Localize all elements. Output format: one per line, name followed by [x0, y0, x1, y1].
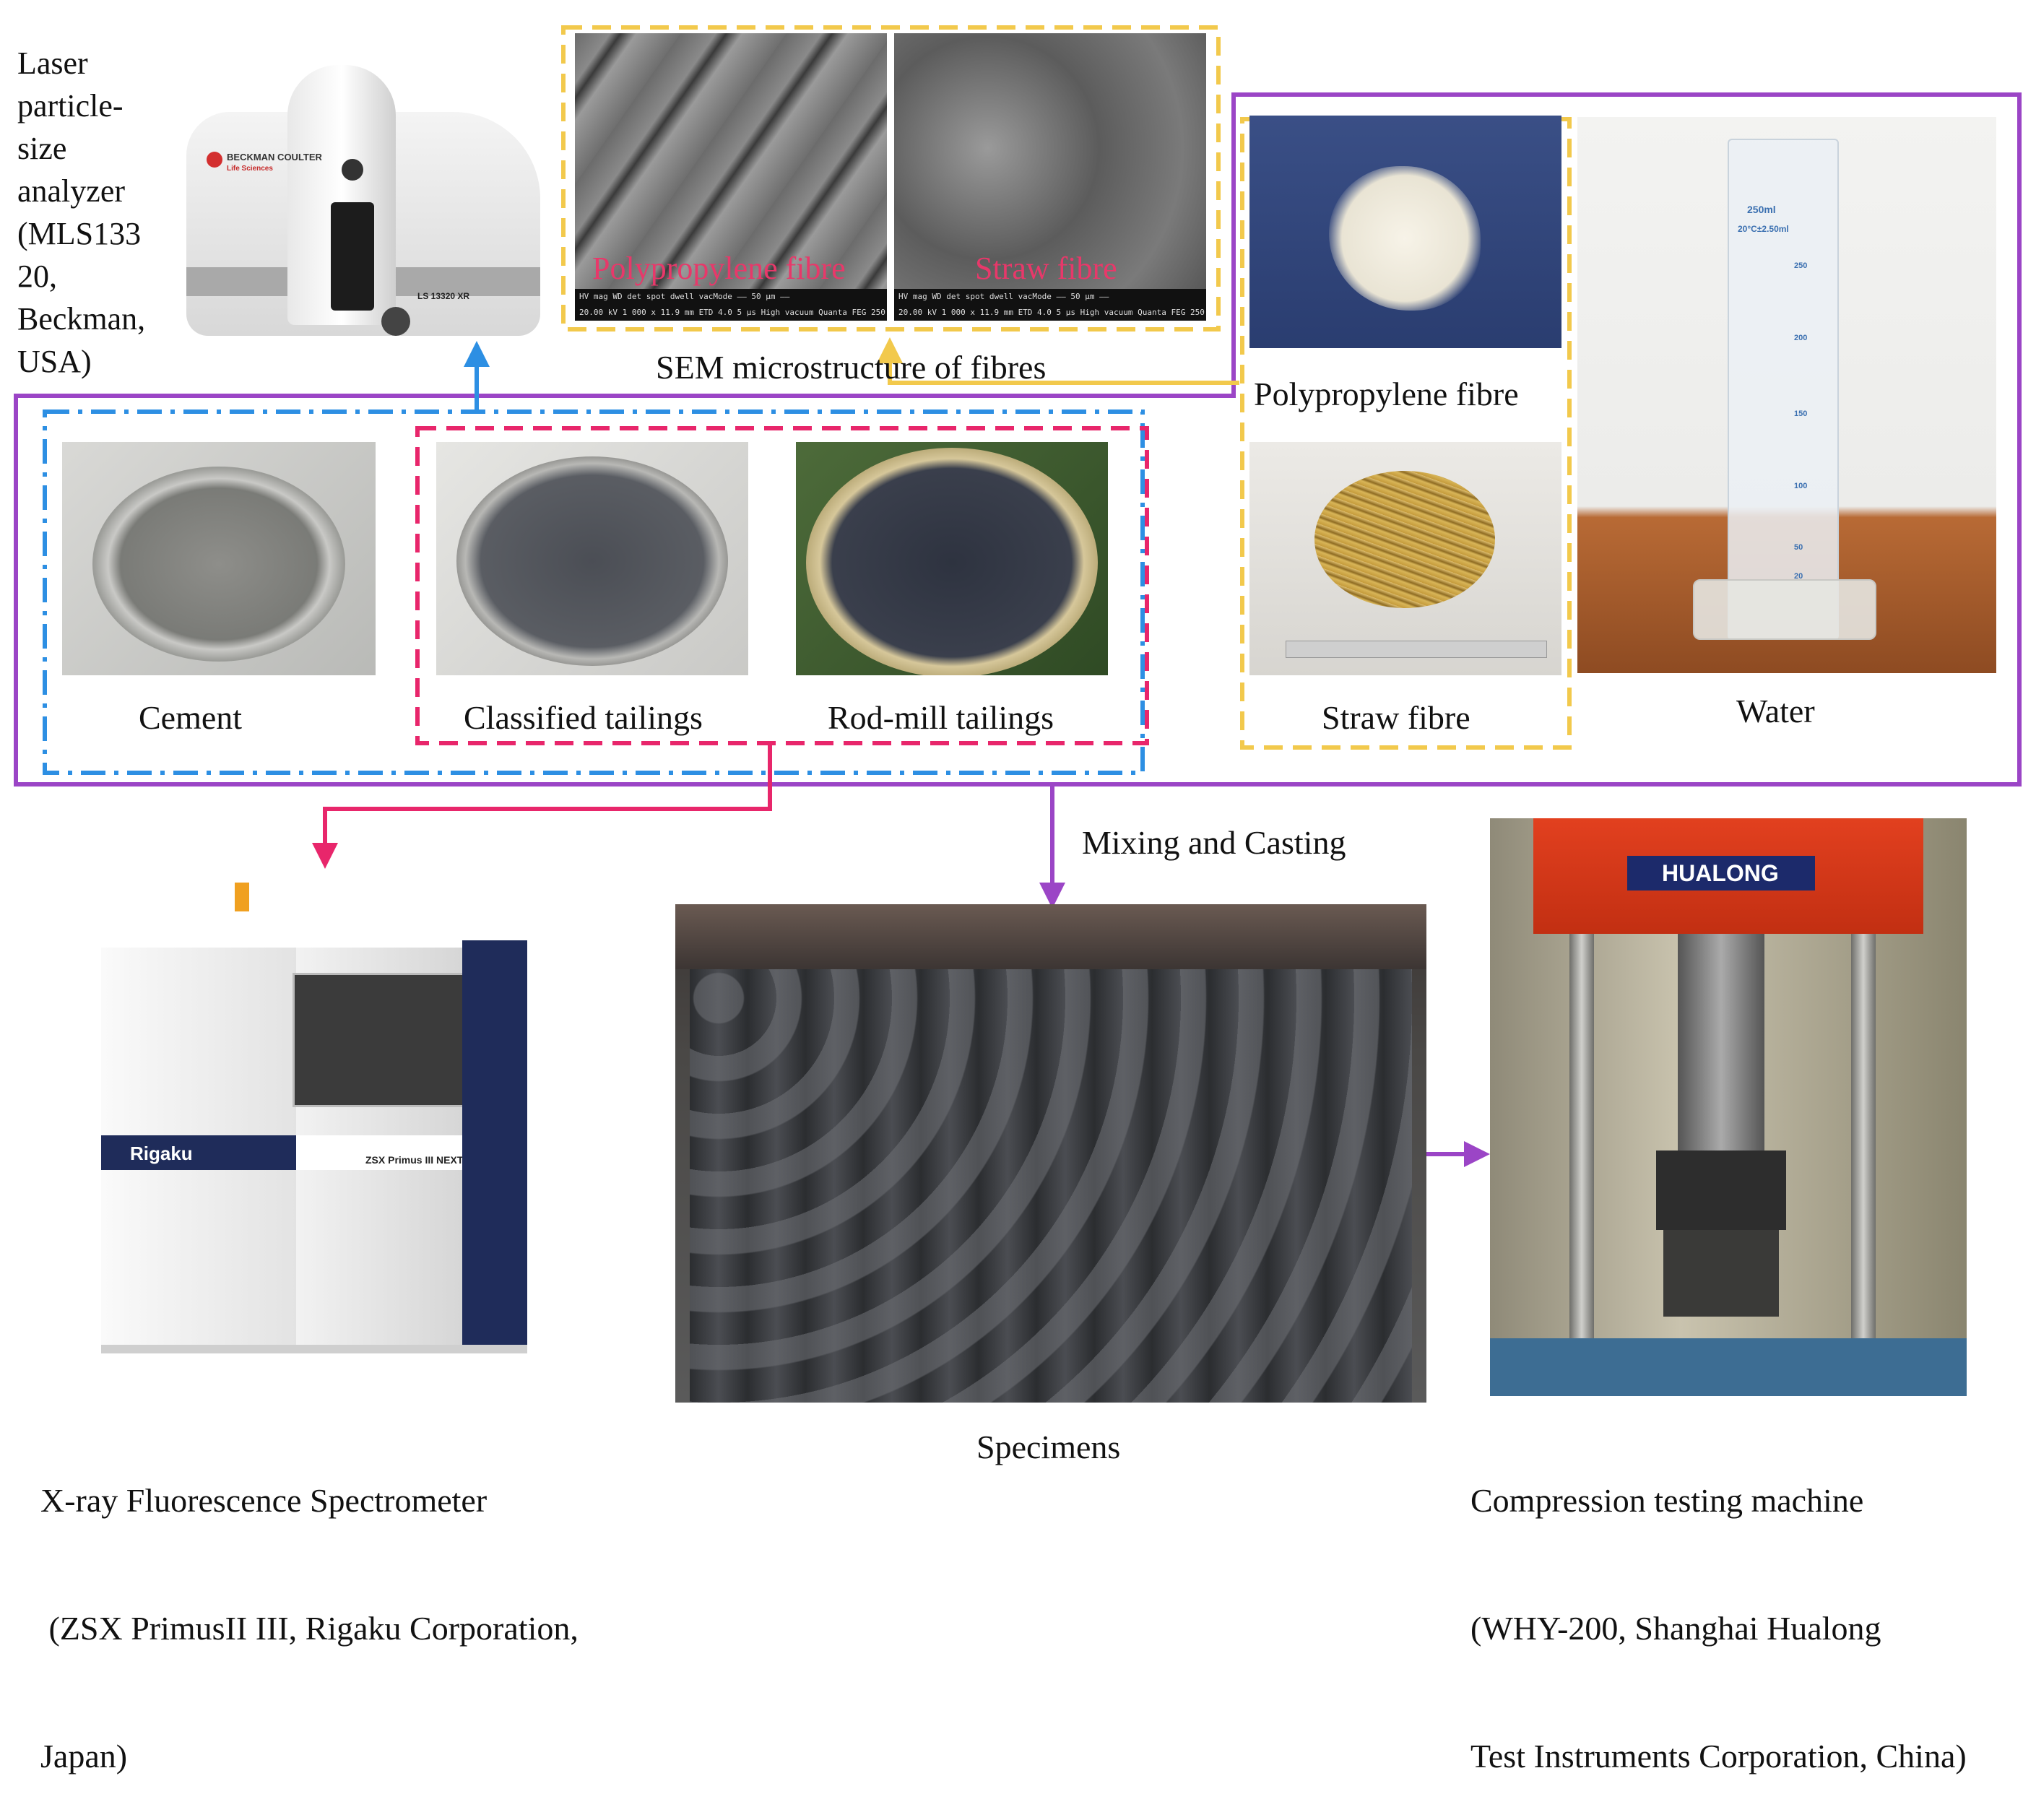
sem-polypropylene-databar: HV mag WD det spot dwell vacMode —— 50 µ…: [575, 289, 887, 305]
rigaku-logo-text: Rigaku: [130, 1143, 193, 1164]
specimens-photo: [675, 904, 1426, 1403]
polypropylene-fibre-photo: [1249, 116, 1561, 348]
compression-caption: Compression testing machine (WHY-200, Sh…: [1470, 1482, 1967, 1774]
classified-tailings-photo: [436, 442, 748, 675]
cylinder-mark-50: 50: [1794, 543, 1803, 552]
laser-analyzer-photo: BECKMAN COULTER Life Sciences LS 13320 X…: [179, 51, 547, 348]
sem-straw-databar-values: 20.00 kV 1 000 x 11.9 mm ETD 4.0 5 µs Hi…: [894, 305, 1206, 321]
straw-fibre-photo: [1249, 442, 1561, 675]
connector-layer: [14, 25, 2022, 1167]
cement-photo: [62, 442, 376, 675]
sem-title: SEM microstructure of fibres: [656, 349, 1047, 386]
cylinder-volume-text: 250ml: [1747, 204, 1776, 215]
sem-straw-label: Straw fibre: [975, 251, 1117, 286]
rod-mill-tailings-photo: [796, 442, 1108, 675]
beckman-sub-text: Life Sciences: [227, 165, 273, 173]
tailings-frame: [415, 426, 1149, 745]
cylinder-tolerance-text: 20°C±2.50ml: [1738, 224, 1789, 234]
fibre-to-sem-arrow: [877, 337, 1239, 385]
fibre-frame: [1240, 117, 1572, 750]
water-photo: 250ml 20°C±2.50ml 250 200 150 100 50 20: [1577, 117, 1996, 673]
mixing-casting-label: Mixing and Casting: [1082, 824, 1346, 861]
water-caption: Water: [1736, 693, 1815, 729]
raw-materials-frame: [14, 92, 2022, 786]
cylinder-mark-100: 100: [1794, 482, 1808, 490]
cylinder-mark-20: 20: [1794, 572, 1803, 581]
beckman-model-text: LS 13320 XR: [417, 291, 470, 301]
to-xrf-arrow: [312, 743, 772, 869]
sem-straw-image: Straw fibre HV mag WD det spot dwell vac…: [894, 33, 1206, 321]
classified-tailings-caption: Classified tailings: [464, 699, 703, 736]
rigaku-model-text: ZSX Primus III NEXT: [365, 1154, 464, 1166]
rod-mill-tailings-caption: Rod-mill tailings: [828, 699, 1054, 736]
hualong-logo-text: HUALONG: [1662, 860, 1779, 886]
polypropylene-fibre-caption: Polypropylene fibre: [1254, 376, 1519, 412]
xrf-spectrometer-photo: Rigaku ZSX Primus III NEXT: [101, 883, 549, 1374]
sem-polypropylene-databar-values: 20.00 kV 1 000 x 11.9 mm ETD 4.0 5 µs Hi…: [575, 305, 887, 321]
laser-analyzer-caption: Laser particle- size analyzer (MLS133 20…: [17, 46, 146, 379]
cylinder-mark-150: 150: [1794, 410, 1808, 418]
compression-machine-photo: HUALONG: [1490, 818, 1967, 1396]
sem-straw-databar: HV mag WD det spot dwell vacMode —— 50 µ…: [894, 289, 1206, 305]
sem-polypropylene-label: Polypropylene fibre: [592, 251, 846, 286]
straw-fibre-caption: Straw fibre: [1322, 699, 1470, 736]
beckman-logo-text: BECKMAN COULTER: [227, 152, 322, 162]
cement-caption: Cement: [139, 699, 243, 736]
cylinder-mark-200: 200: [1794, 334, 1808, 342]
sem-polypropylene-image: Polypropylene fibre HV mag WD det spot d…: [575, 33, 887, 321]
xrf-caption: X-ray Fluorescence Spectrometer (ZSX Pri…: [40, 1482, 579, 1774]
beckman-logo-mark: [207, 152, 222, 168]
cylinder-mark-250: 250: [1794, 261, 1808, 270]
specimens-caption: Specimens: [976, 1429, 1121, 1465]
hualong-logo-box: [1627, 856, 1815, 890]
sem-frame: [561, 25, 1221, 332]
particle-analysis-frame: [43, 410, 1145, 775]
